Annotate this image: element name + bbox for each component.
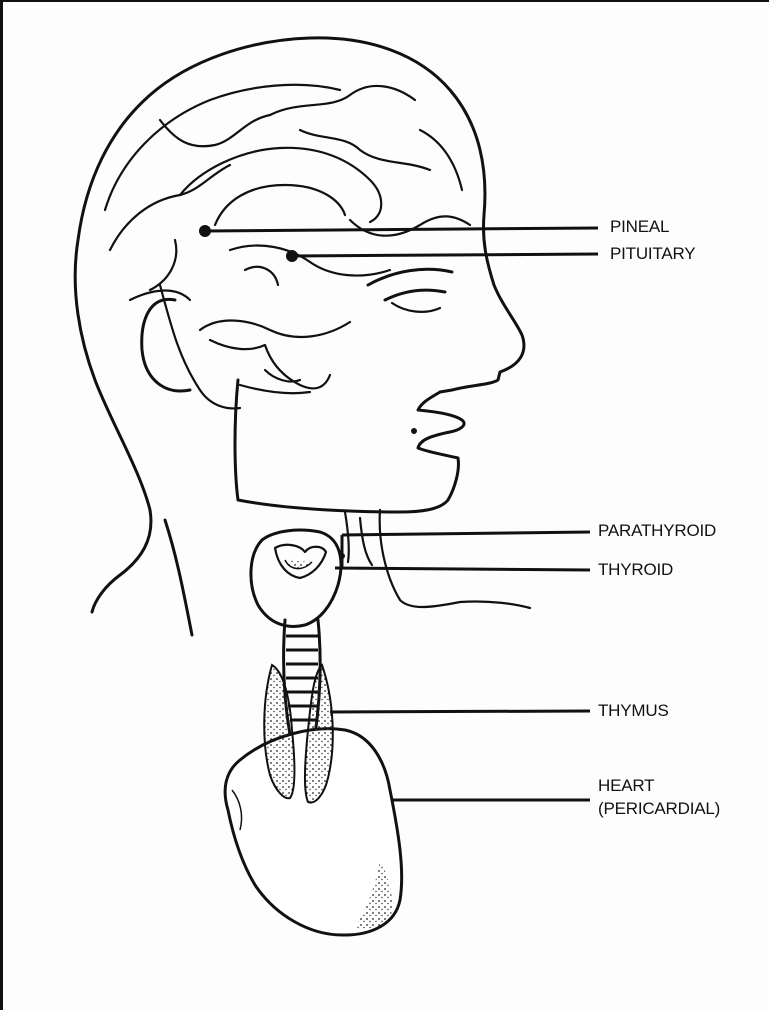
thyroid-gland bbox=[251, 530, 341, 626]
brain bbox=[105, 85, 470, 409]
label-pineal: PINEAL bbox=[610, 216, 669, 238]
label-parathyroid: PARATHYROID bbox=[598, 520, 716, 542]
thyroid-leader-line bbox=[335, 568, 590, 570]
label-thyroid: THYROID bbox=[598, 559, 673, 581]
label-thymus: THYMUS bbox=[598, 700, 669, 722]
pituitary-leader-line bbox=[292, 254, 598, 256]
label-pituitary: PITUITARY bbox=[610, 243, 695, 265]
thymus-leader-line bbox=[330, 711, 590, 712]
face-features bbox=[240, 269, 530, 608]
label-heart: HEART bbox=[598, 775, 654, 797]
pineal-leader-line bbox=[205, 228, 598, 231]
label-heart-pericardial: (PERICARDIAL) bbox=[598, 798, 720, 820]
